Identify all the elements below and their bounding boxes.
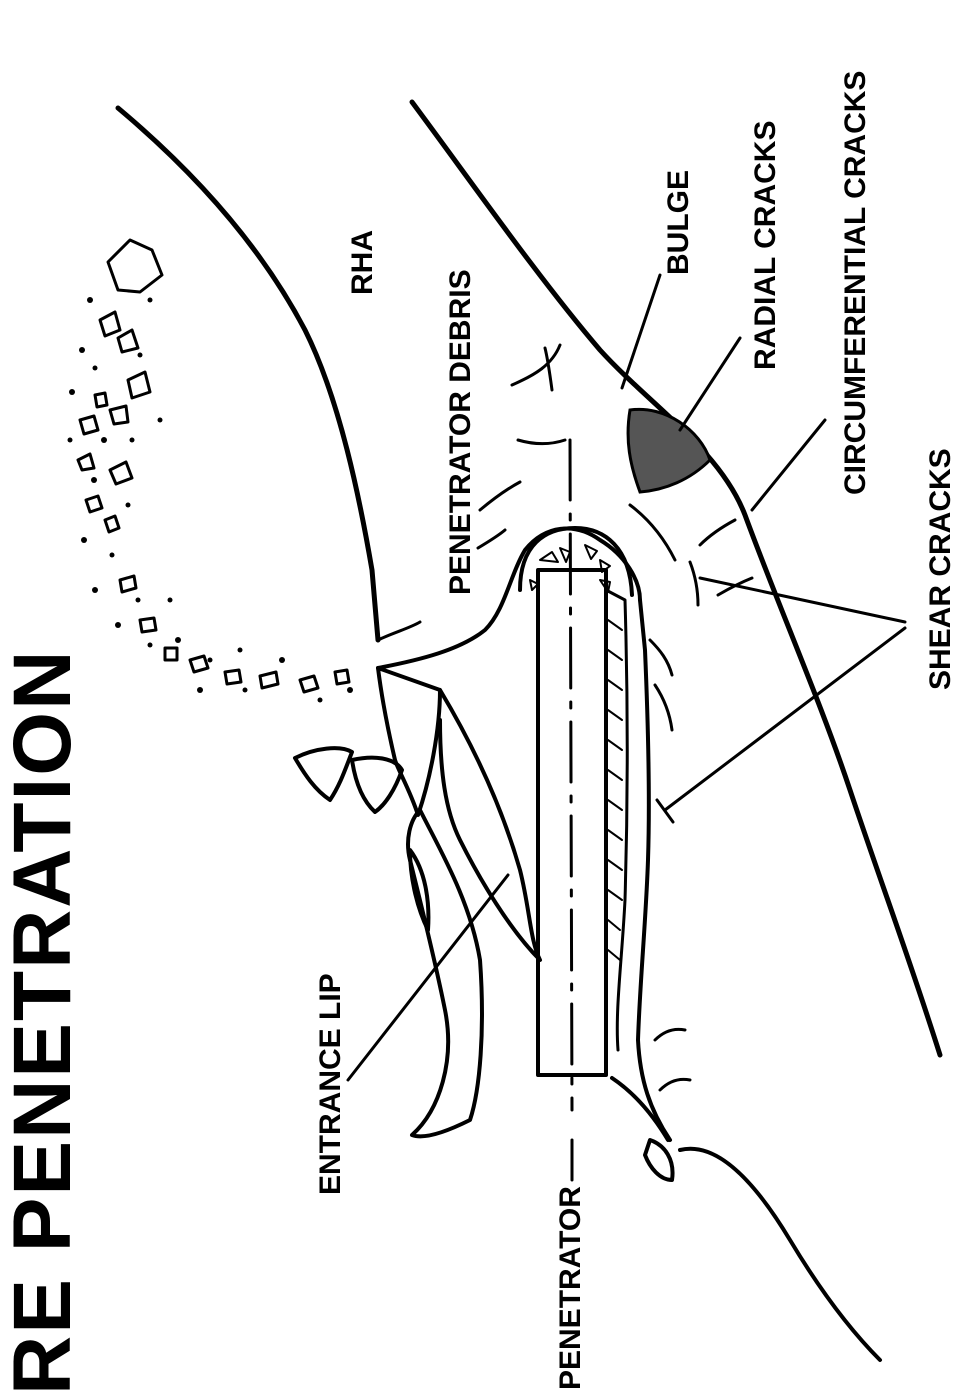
shear-cracks-leader-1 (700, 578, 905, 622)
bulge-region (628, 409, 710, 492)
lip-fragment-4 (645, 1140, 673, 1180)
bulge-leader (622, 275, 660, 388)
label-rha: RHA (346, 230, 379, 295)
crater-wall-upper (378, 529, 640, 668)
title: RE PENETRATION (0, 649, 88, 1395)
armor-front-surface-lower (680, 1149, 880, 1360)
radial-cracks-leader (680, 338, 740, 430)
lip-petal-1 (440, 690, 540, 960)
label-penetrator-debris: PENETRATOR DEBRIS (444, 269, 477, 595)
lip-fragment-2 (352, 758, 402, 812)
label-entrance-lip: ENTRANCE LIP (314, 973, 347, 1195)
erosion-layer (606, 590, 627, 1050)
shear-cracks-tick (657, 800, 673, 822)
erosion-hatching (608, 620, 622, 960)
debris-particles (68, 297, 354, 703)
lip-fragment-1 (295, 748, 352, 800)
label-shear-cracks: SHEAR CRACKS (924, 448, 957, 690)
lip-fragment-5 (612, 1078, 668, 1140)
shear-cracks-leader-2 (665, 628, 905, 810)
circumferential-cracks-leader (752, 420, 825, 510)
crater-wall-lower (638, 600, 670, 1140)
penetrator-centerline (570, 440, 572, 1110)
armor-front-surface (118, 108, 378, 640)
label-penetrator: PENETRATOR (554, 1186, 587, 1390)
label-circumferential-cracks: CIRCUMFERENTIAL CRACKS (839, 71, 872, 495)
label-radial-cracks: RADIAL CRACKS (749, 121, 782, 370)
label-bulge: BULGE (662, 170, 695, 275)
entrance-lip (378, 668, 440, 815)
